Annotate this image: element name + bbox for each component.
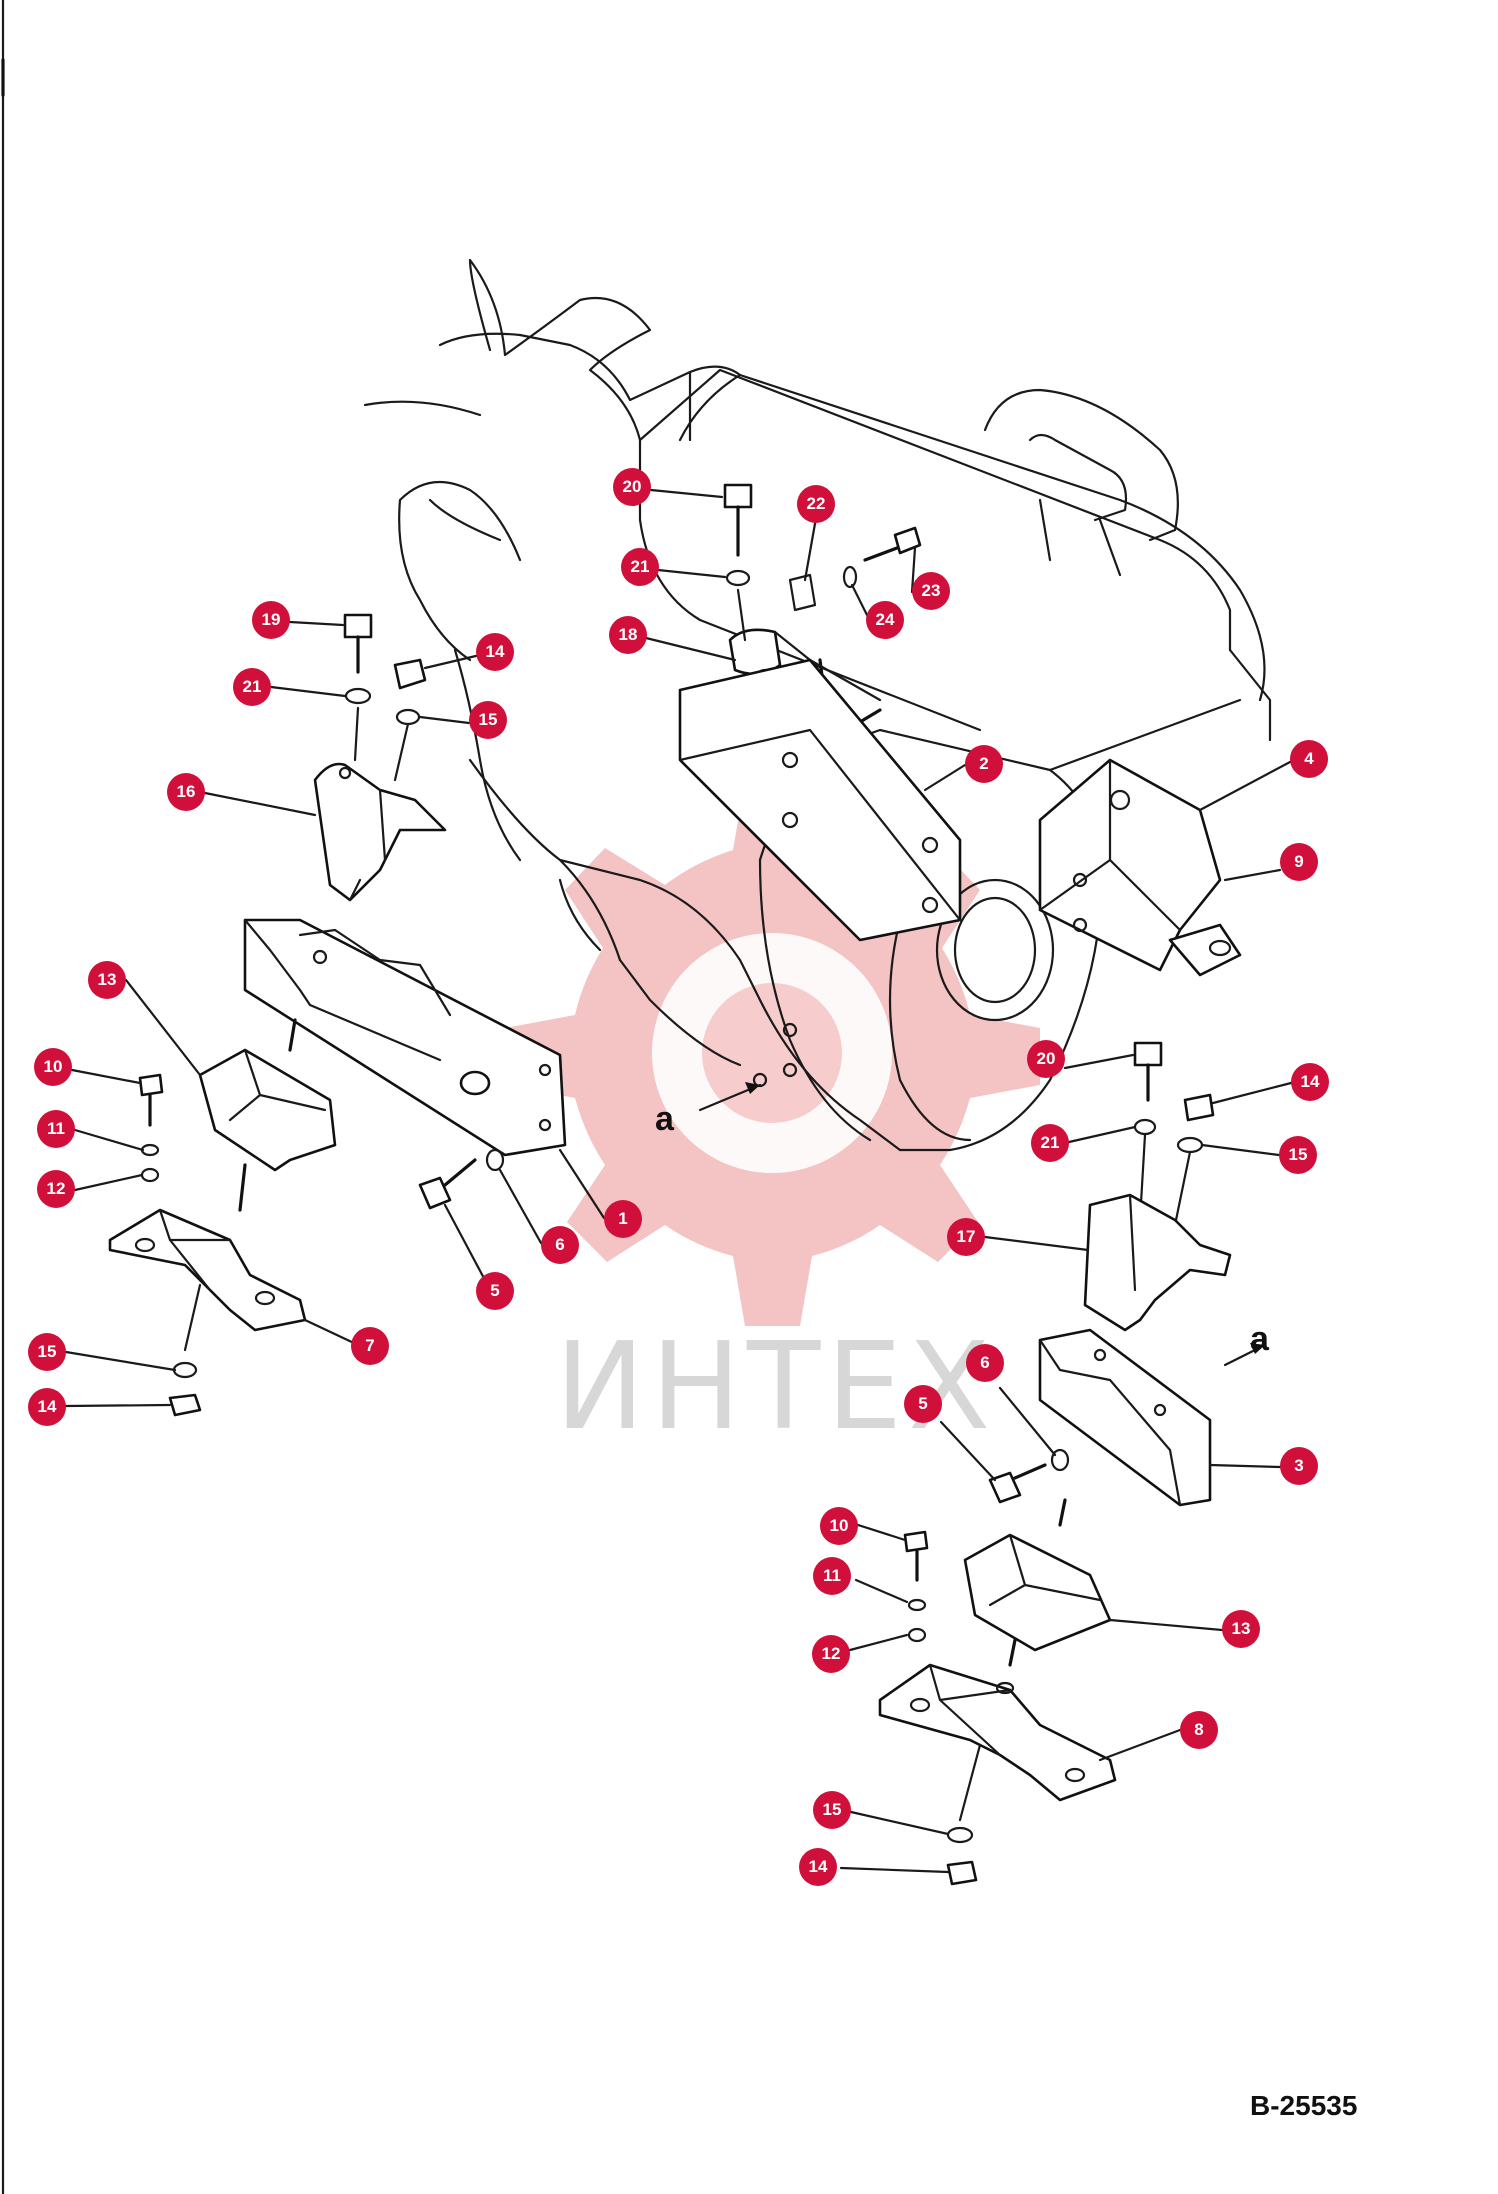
callout-10[interactable]: 10 (820, 1507, 858, 1545)
callout-14[interactable]: 14 (1291, 1063, 1329, 1101)
callout-5[interactable]: 5 (476, 1272, 514, 1310)
callout-2[interactable]: 2 (965, 745, 1003, 783)
callout-3[interactable]: 3 (1280, 1447, 1318, 1485)
callout-9[interactable]: 9 (1280, 843, 1318, 881)
callout-14[interactable]: 14 (799, 1848, 837, 1886)
callout-1[interactable]: 1 (604, 1200, 642, 1238)
callout-14[interactable]: 14 (476, 633, 514, 671)
callout-15[interactable]: 15 (813, 1791, 851, 1829)
callout-15[interactable]: 15 (1279, 1136, 1317, 1174)
callout-24[interactable]: 24 (866, 601, 904, 639)
callout-6[interactable]: 6 (966, 1344, 1004, 1382)
callout-13[interactable]: 13 (88, 961, 126, 999)
callout-13[interactable]: 13 (1222, 1610, 1260, 1648)
callout-23[interactable]: 23 (912, 572, 950, 610)
callout-11[interactable]: 11 (37, 1110, 75, 1148)
callout-4[interactable]: 4 (1290, 740, 1328, 778)
callout-21[interactable]: 21 (233, 668, 271, 706)
callout-15[interactable]: 15 (469, 701, 507, 739)
callout-19[interactable]: 19 (252, 601, 290, 639)
callout-22[interactable]: 22 (797, 485, 835, 523)
view-marker-right: a (1250, 1320, 1269, 1358)
callout-14[interactable]: 14 (28, 1388, 66, 1426)
callout-12[interactable]: 12 (812, 1635, 850, 1673)
callout-17[interactable]: 17 (947, 1218, 985, 1256)
callout-6[interactable]: 6 (541, 1226, 579, 1264)
callout-5[interactable]: 5 (904, 1385, 942, 1423)
callout-18[interactable]: 18 (609, 616, 647, 654)
callout-21[interactable]: 21 (621, 548, 659, 586)
callout-21[interactable]: 21 (1031, 1124, 1069, 1162)
callout-10[interactable]: 10 (34, 1048, 72, 1086)
callout-20[interactable]: 20 (1027, 1040, 1065, 1078)
callout-15[interactable]: 15 (28, 1333, 66, 1371)
callout-7[interactable]: 7 (351, 1327, 389, 1365)
callout-8[interactable]: 8 (1180, 1711, 1218, 1749)
callout-11[interactable]: 11 (813, 1557, 851, 1595)
drawing-code: B-25535 (1250, 2090, 1358, 2121)
view-marker-left: a (655, 1100, 674, 1138)
callout-16[interactable]: 16 (167, 773, 205, 811)
callout-20[interactable]: 20 (613, 468, 651, 506)
callout-12[interactable]: 12 (37, 1170, 75, 1208)
